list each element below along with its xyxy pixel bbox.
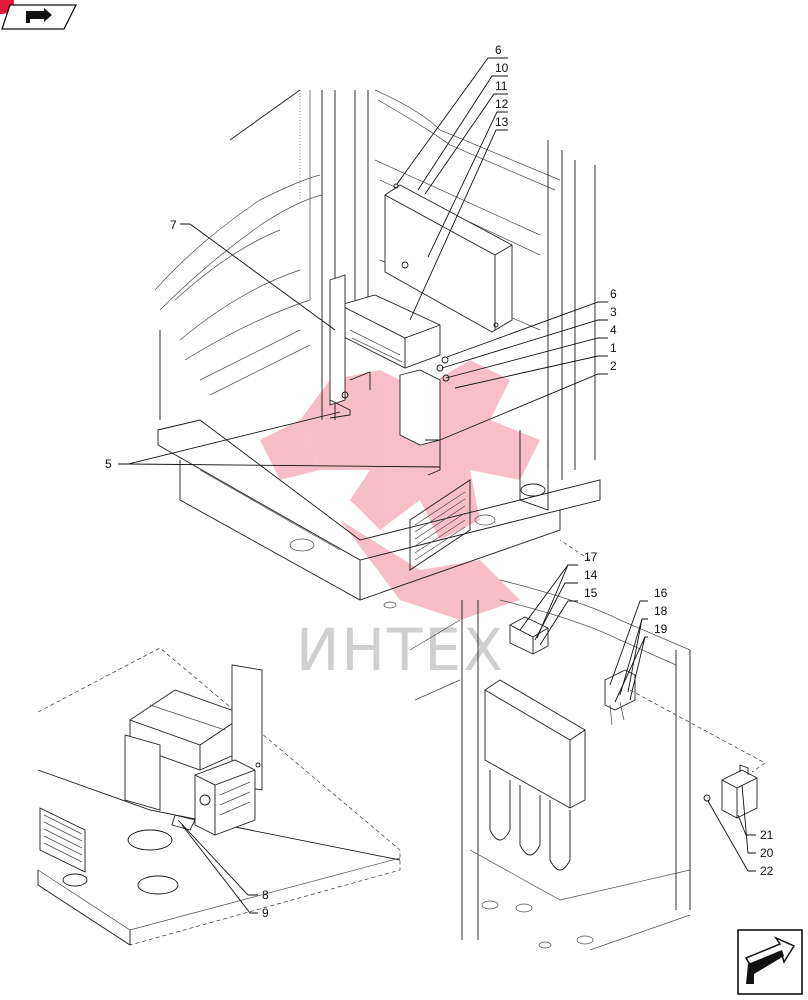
relay-unit (721, 764, 758, 819)
callout-8: 8 (262, 888, 269, 902)
callout-7: 7 (170, 218, 177, 232)
callout-22: 22 (760, 864, 774, 878)
callout-6: 6 (495, 43, 502, 57)
callout-6b: 6 (610, 287, 617, 301)
callout-19: 19 (654, 622, 668, 636)
callout-17: 17 (584, 550, 598, 564)
back-arrow-icon (26, 8, 52, 23)
callout-labels: 6 10 11 12 13 7 6 3 4 1 2 5 17 14 15 16 … (105, 43, 774, 920)
callout-3: 3 (610, 305, 617, 319)
callout-15: 15 (584, 586, 598, 600)
callout-14: 14 (584, 568, 598, 582)
logo-dot (0, 0, 14, 14)
fuse-box (339, 294, 441, 369)
callout-2: 2 (610, 359, 617, 373)
callout-5: 5 (105, 457, 112, 471)
leader-lines (118, 57, 756, 914)
callout-10: 10 (495, 61, 509, 75)
callout-21: 21 (760, 828, 774, 842)
callout-18: 18 (654, 604, 668, 618)
watermark-text: ИНТЕХ (296, 616, 505, 684)
relay-detail-drawing (409, 579, 766, 951)
next-arrow-icon (744, 936, 796, 984)
callout-9: 9 (262, 906, 269, 920)
callout-20: 20 (760, 846, 774, 860)
back-button[interactable] (0, 0, 78, 30)
callout-1: 1 (610, 341, 617, 355)
controller-upper (384, 183, 513, 333)
next-button[interactable] (737, 929, 803, 995)
callout-13: 13 (495, 115, 509, 129)
ecu-detail-drawing (37, 647, 401, 946)
module-panel (484, 679, 586, 809)
vent-grille (409, 479, 471, 571)
main-assembly-drawing (154, 89, 601, 609)
bracket-mount (329, 274, 441, 476)
callout-16: 16 (654, 586, 668, 600)
callout-11: 11 (495, 79, 508, 93)
ecu-module (194, 759, 256, 836)
floor-vent (39, 807, 86, 873)
callout-4: 4 (610, 323, 617, 337)
callout-12: 12 (495, 97, 509, 111)
